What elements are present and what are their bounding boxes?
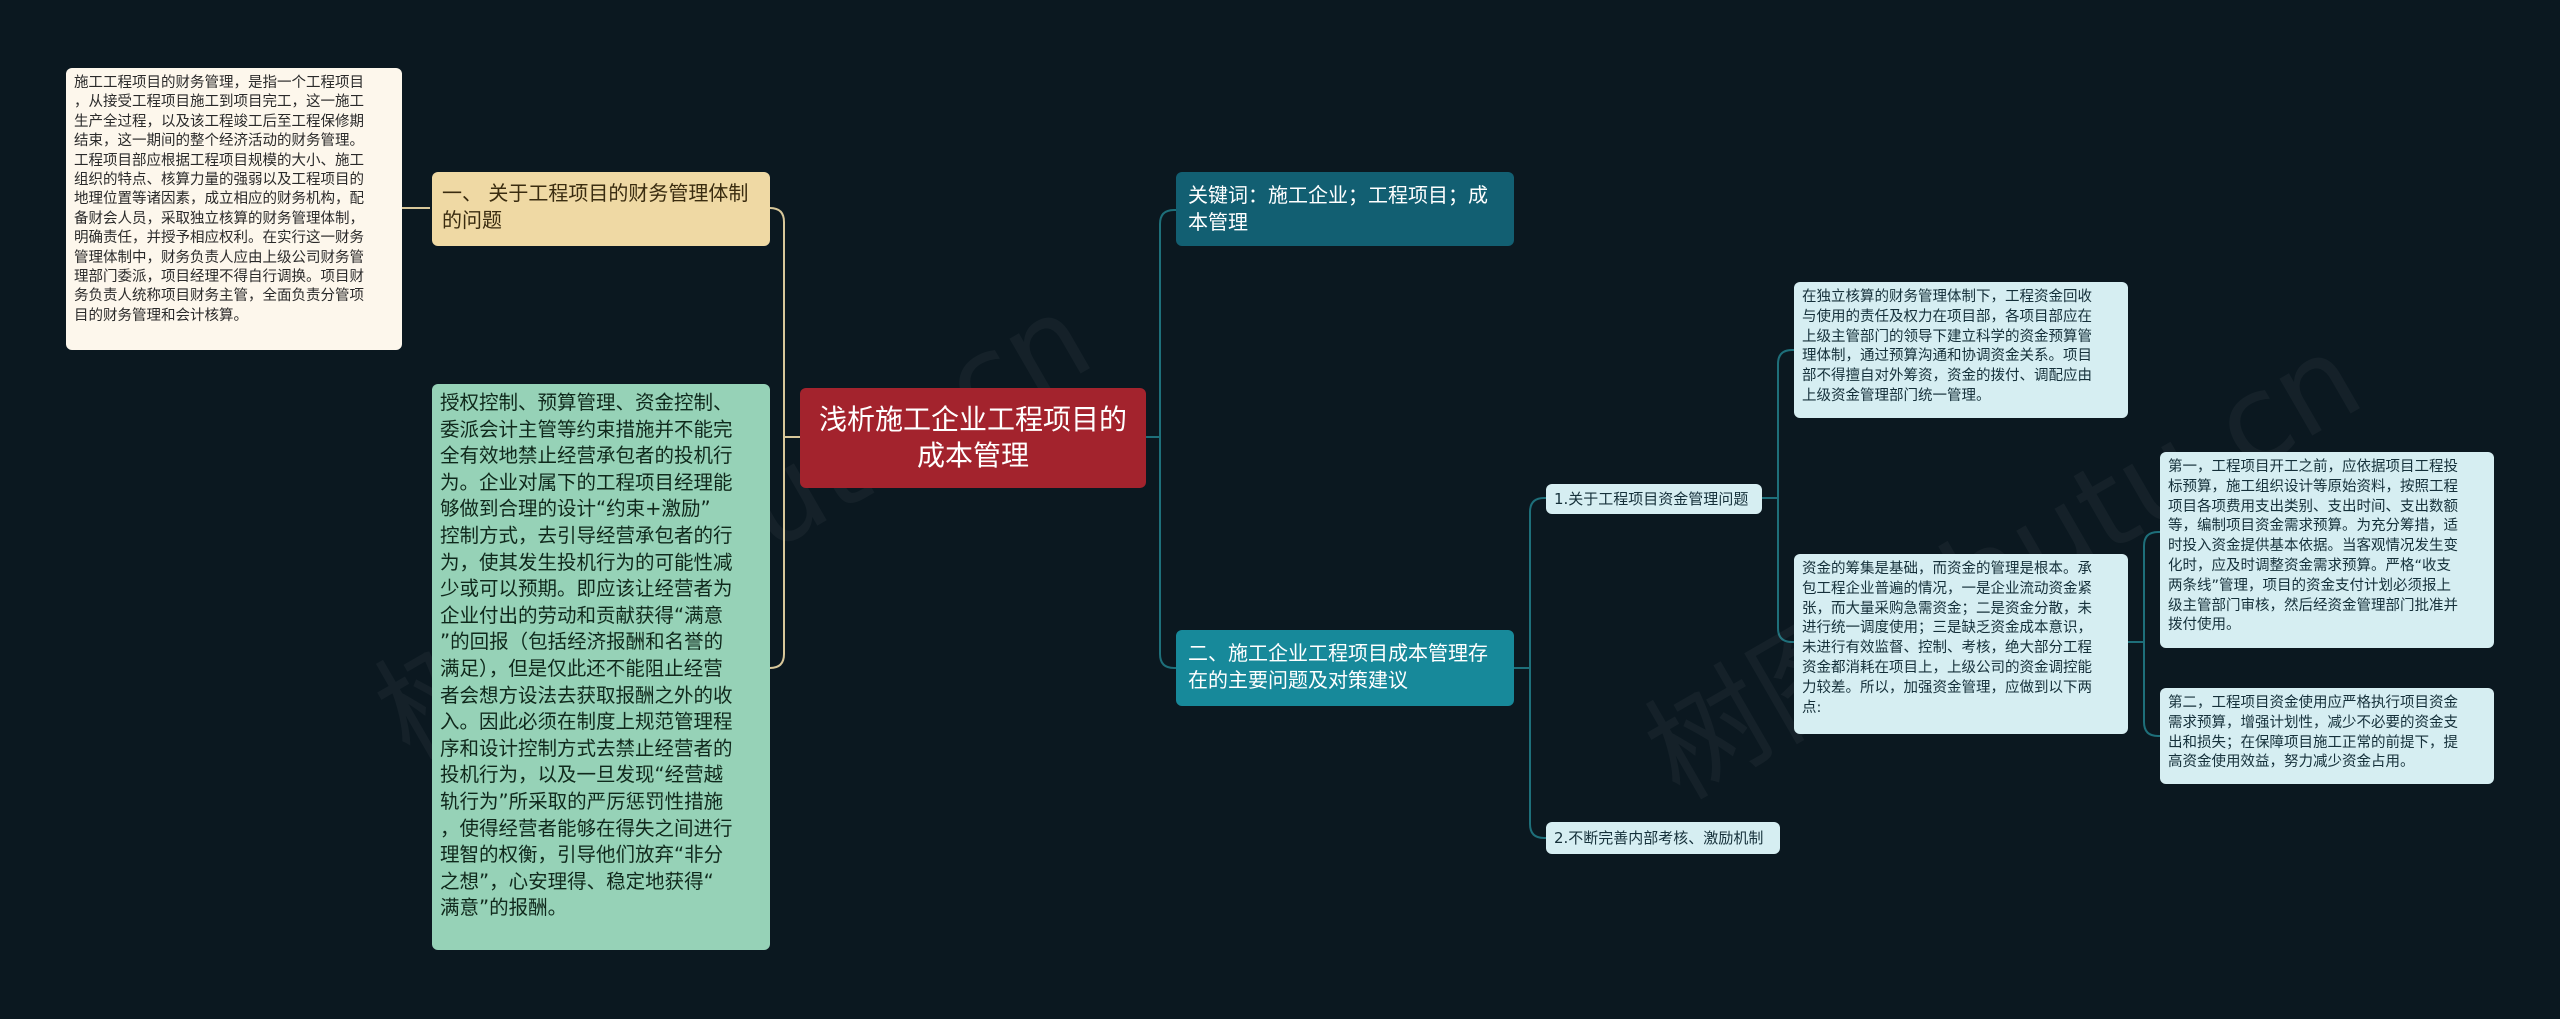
branch-financial-system[interactable]: 一、 关于工程项目的财务管理体制 的问题 xyxy=(432,172,770,246)
link-root-branch1 xyxy=(769,207,800,438)
leaf-point-second[interactable]: 第二，工程项目资金使用应严格执行项目资金 需求预算，增强计划性，减少不必要的资金… xyxy=(2160,688,2494,784)
keywords-node[interactable]: 关键词：施工企业；工程项目；成 本管理 xyxy=(1176,172,1514,246)
sub-internal-assessment[interactable]: 2.不断完善内部考核、激励机制 xyxy=(1546,822,1780,854)
link-root-branch2 xyxy=(769,437,785,669)
detail-financial-system[interactable]: 施工工程项目的财务管理，是指一个工程项目 ，从接受工程项目施工到项目完工，这一施… xyxy=(66,68,402,350)
root-topic[interactable]: 浅析施工企业工程项目的 成本管理 xyxy=(800,388,1146,488)
section2-node[interactable]: 二、施工企业工程项目成本管理存 在的主要问题及对策建议 xyxy=(1176,630,1514,706)
leaf-fund-raising[interactable]: 资金的筹集是基础，而资金的管理是根本。承 包工程企业普遍的情况，一是企业流动资金… xyxy=(1794,554,2128,734)
link-section2-sub2 xyxy=(1529,668,1546,839)
leaf-point-first[interactable]: 第一，工程项目开工之前，应依据项目工程投 标预算，施工组织设计等原始资料，按照工… xyxy=(2160,452,2494,648)
link-leaf2-point2 xyxy=(2143,642,2160,737)
branch-incentive-control[interactable]: 授权控制、预算管理、资金控制、 委派会计主管等约束措施并不能完 全有效地禁止经营… xyxy=(432,384,770,950)
link-section2-sub1 xyxy=(1514,497,1546,669)
link-sub1-leaf2 xyxy=(1777,498,1794,643)
link-root-section2 xyxy=(1159,437,1176,669)
leaf-independent-accounting[interactable]: 在独立核算的财务管理体制下，工程资金回收 与使用的责任及权力在项目部，各项目部应… xyxy=(1794,282,2128,418)
link-sub1-leaf1 xyxy=(1762,349,1794,499)
link-leaf2-point1 xyxy=(2128,531,2160,643)
sub-fund-management[interactable]: 1.关于工程项目资金管理问题 xyxy=(1546,484,1762,514)
link-root-keywords xyxy=(1146,209,1176,438)
